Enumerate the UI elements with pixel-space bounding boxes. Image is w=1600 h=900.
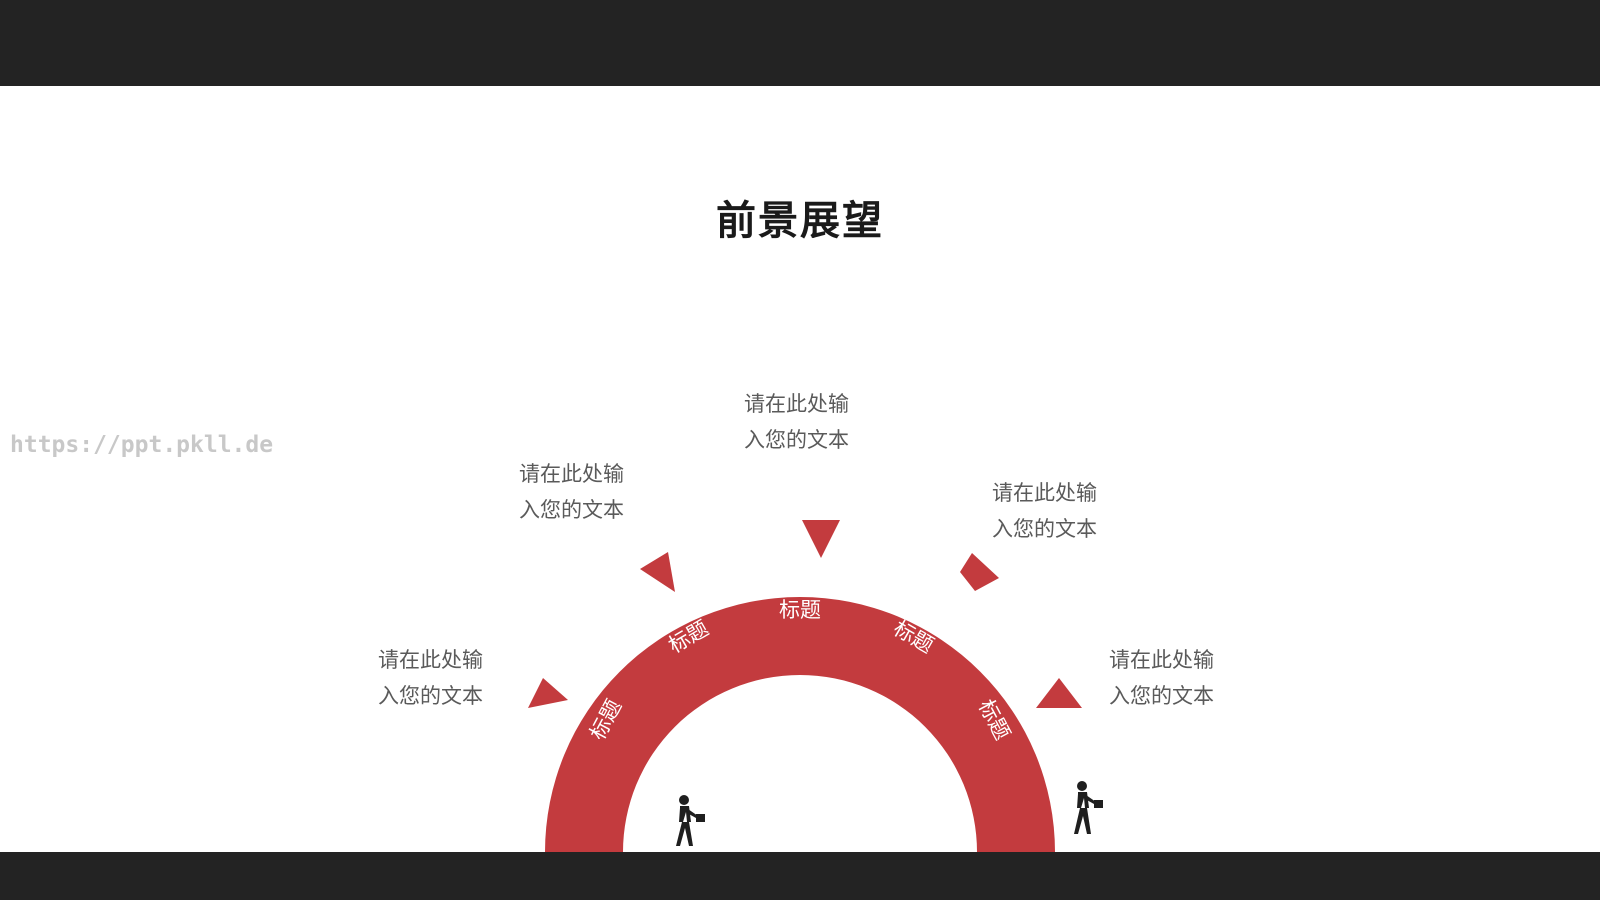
description-top: 请在此处输 入您的文本 <box>744 392 849 452</box>
description-upper-right: 请在此处输 入您的文本 <box>992 481 1097 541</box>
pointer-triangle-top <box>802 520 840 558</box>
slide-title: 前景展望 <box>716 198 884 244</box>
description-right: 请在此处输 入您的文本 <box>1109 648 1214 708</box>
pointer-triangle-upper-left <box>640 552 675 592</box>
segment-label-top: 标题 <box>779 598 821 622</box>
walking-businessman-icon <box>676 795 705 846</box>
slide-canvas: 前景展望 https://ppt.pkll.de 标题 标题 标题 标题 标题 <box>0 86 1600 852</box>
bottom-letterbox-bar <box>0 852 1600 900</box>
top-letterbox-bar <box>0 0 1600 86</box>
description-left: 请在此处输 入您的文本 <box>378 648 483 708</box>
pointer-triangle-upper-right <box>960 553 999 591</box>
description-upper-left: 请在此处输 入您的文本 <box>519 462 624 522</box>
pointer-triangle-left <box>528 678 568 708</box>
arc-diagram: 标题 标题 标题 标题 标题 <box>528 520 1103 852</box>
pointer-triangle-right <box>1036 678 1082 708</box>
watermark-url: https://ppt.pkll.de <box>10 432 274 458</box>
red-arc-ring <box>545 597 1055 852</box>
walking-businessman-icon <box>1074 781 1103 834</box>
